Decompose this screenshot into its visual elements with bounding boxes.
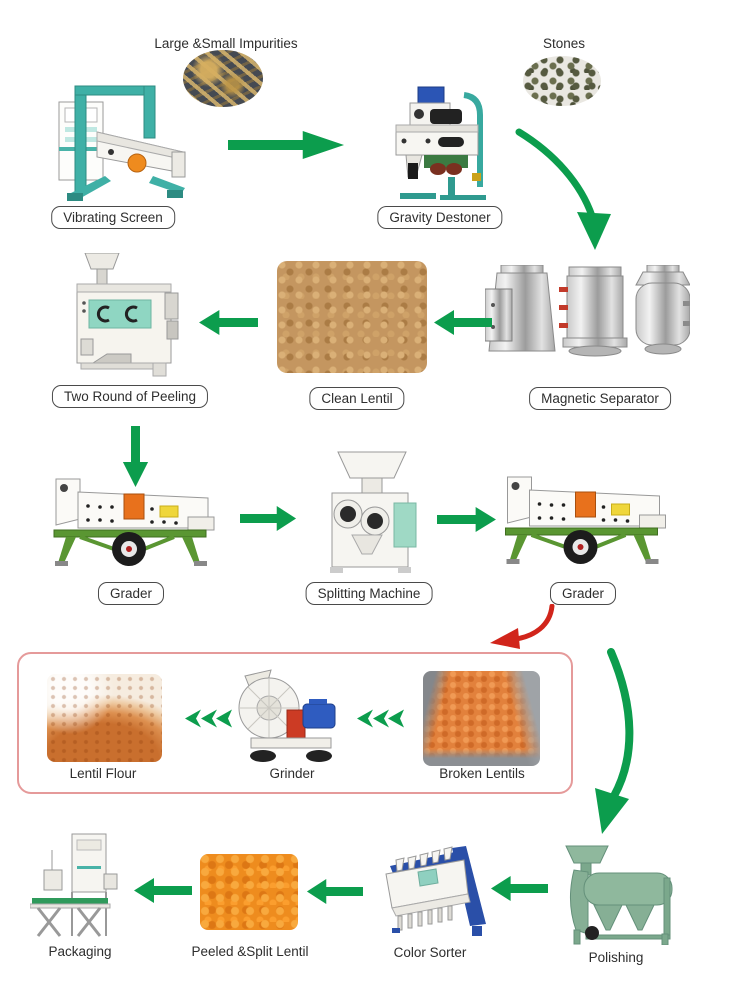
vibrating-screen-illustration — [58, 85, 186, 201]
arrow-grader2-to-broken-icon — [490, 604, 555, 649]
polishing-label: Polishing — [588, 950, 644, 965]
grinder-label: Grinder — [269, 766, 315, 781]
gravity-destoner-illustration — [395, 86, 486, 200]
arrow-polishing-to-sorter-icon — [490, 876, 548, 901]
peeled-split-lentil-label: Peeled &Split Lentil — [191, 944, 309, 959]
arrow-grader1-to-splitting-icon — [240, 506, 297, 531]
impurities-label: Large &Small Impurities — [154, 36, 298, 51]
chevrons-grinder-to-flour-icon — [185, 709, 232, 728]
grader-2-illustration — [505, 476, 666, 564]
arrow-peeled-to-packaging-icon — [134, 878, 192, 903]
two-round-of-peeling-illustration — [76, 253, 179, 377]
lentil-flour-label: Lentil Flour — [69, 766, 137, 781]
packaging-illustration — [30, 833, 118, 937]
stones-photo — [523, 56, 601, 106]
arrow-sorter-to-peeled-icon — [306, 879, 363, 904]
impurities-photo — [183, 50, 263, 107]
magnetic-separator-label: Magnetic Separator — [529, 387, 671, 410]
magnetic-separator-illustration — [485, 265, 690, 357]
gravity-destoner-label: Gravity Destoner — [377, 206, 503, 229]
arrow-magnetic-to-clean-icon — [434, 310, 492, 335]
arrow-destoner-to-magnetic-icon — [515, 128, 611, 250]
color-sorter-illustration — [385, 846, 486, 936]
arrow-vibrating-to-destoner-icon — [228, 131, 345, 159]
grader-1-illustration — [53, 478, 215, 566]
arrow-splitting-to-grader2-icon — [437, 507, 496, 532]
polishing-illustration — [565, 845, 673, 945]
arrow-peeling-to-grader-icon — [122, 426, 149, 487]
clean-lentil-label: Clean Lentil — [309, 387, 405, 410]
broken-lentils-label: Broken Lentils — [439, 766, 525, 781]
peeled-split-lentil-photo — [200, 854, 298, 930]
grader-2-label: Grader — [549, 582, 617, 605]
two-round-of-peeling-label: Two Round of Peeling — [51, 385, 209, 408]
vibrating-screen-label: Vibrating Screen — [51, 206, 175, 229]
packaging-label: Packaging — [48, 944, 112, 959]
grader-1-label: Grader — [97, 582, 165, 605]
chevrons-broken-to-grinder-icon — [357, 709, 404, 728]
clean-lentil-photo — [277, 261, 427, 373]
splitting-machine-illustration — [330, 451, 417, 573]
broken-lentils-photo — [423, 671, 540, 766]
lentil-flour-photo — [47, 674, 162, 762]
arrow-clean-to-peeling-icon — [199, 310, 258, 335]
stones-label: Stones — [542, 36, 586, 51]
broken-lentils-section-box — [17, 652, 573, 794]
color-sorter-label: Color Sorter — [393, 945, 467, 960]
grinder-illustration — [238, 669, 336, 762]
splitting-machine-label: Splitting Machine — [305, 582, 433, 605]
arrow-grader2-to-polishing-icon — [595, 648, 634, 834]
